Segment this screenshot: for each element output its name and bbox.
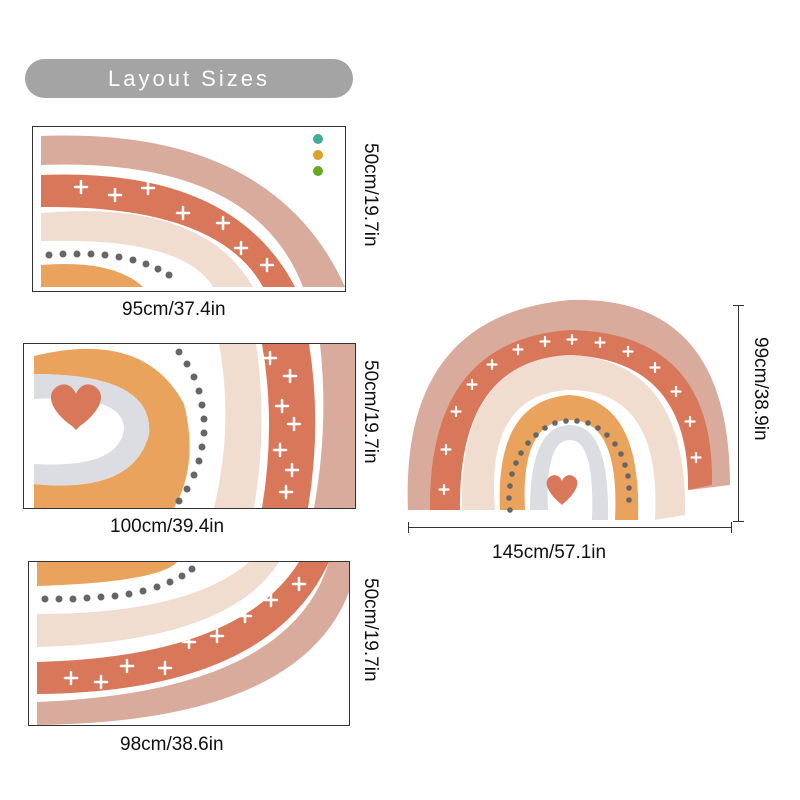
brand-logo [313,134,323,176]
layout-sizes-title: Layout Sizes [108,65,270,91]
rainbow-quarter-2-image [37,562,349,725]
sticker-panel-2 [23,343,356,509]
panel-2-width-label: 100cm/39.4in [110,516,225,537]
sticker-panel-1 [32,126,346,292]
height-dimension-tick-bottom [733,521,744,522]
height-dimension-tick-top [733,305,744,306]
height-dimension-line [738,305,739,522]
panel-3-height-label: 50cm/19.7in [360,578,381,682]
heart-icon [50,384,102,430]
panel-3-width-label: 98cm/38.6in [120,734,224,755]
panel-1-height-label: 50cm/19.7in [360,143,381,247]
full-rainbow-image [407,299,730,520]
full-width-label: 145cm/57.1in [492,542,607,563]
heart-icon [546,475,578,505]
sticker-panel-3 [28,561,350,726]
rainbow-quarter-1-image [41,134,345,287]
width-dimension-line [408,527,732,528]
layout-sizes-badge: Layout Sizes [25,59,353,98]
panel-2-height-label: 50cm/19.7in [360,360,381,464]
panel-1-width-label: 95cm/37.4in [122,299,226,320]
width-dimension-tick-left [408,522,409,533]
width-dimension-tick-right [731,522,732,533]
full-height-label: 99cm/38.9in [750,337,771,441]
rainbow-half-image [34,344,355,508]
